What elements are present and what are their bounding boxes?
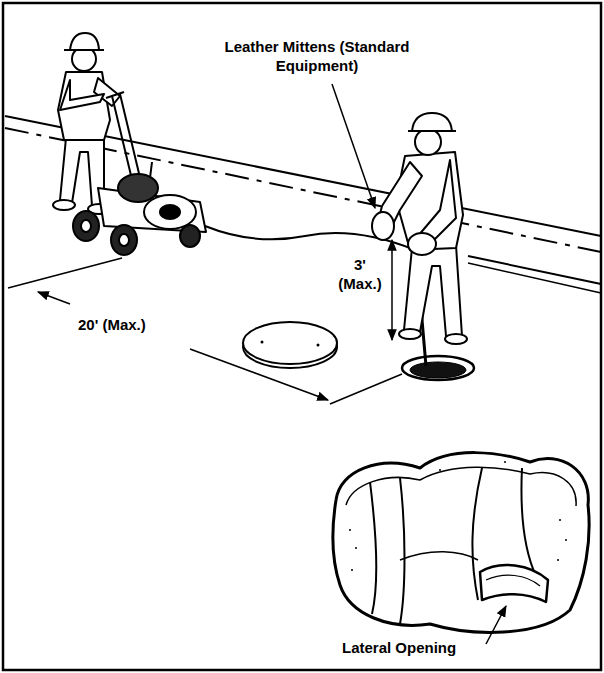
hard-hat xyxy=(412,113,452,131)
cover-dot xyxy=(261,341,264,344)
arm xyxy=(60,80,104,110)
rodder-figure xyxy=(372,113,467,344)
pipe-rim xyxy=(346,467,576,506)
lateral-rim xyxy=(486,575,540,586)
handle xyxy=(120,94,142,186)
equipment-label: Leather Mittens (Standard Equipment) xyxy=(222,36,412,76)
wheel xyxy=(111,225,137,255)
wheel xyxy=(73,211,99,241)
stipple-dot xyxy=(504,461,506,463)
leather-mitten xyxy=(408,233,436,255)
leader-line xyxy=(332,84,375,208)
stipple-dot xyxy=(351,569,353,571)
drum-hub xyxy=(160,205,180,219)
pipe-wall xyxy=(522,468,536,576)
hat-brim xyxy=(408,130,456,132)
hat-brim xyxy=(64,49,104,51)
legs xyxy=(404,245,462,336)
pipe-wall xyxy=(370,482,376,614)
frame-border xyxy=(3,3,601,670)
legs xyxy=(60,138,104,206)
wheel xyxy=(180,225,200,247)
rodding-machine xyxy=(73,92,206,255)
sewer-cutaway xyxy=(333,453,589,633)
wheel-hub xyxy=(119,234,129,246)
part-label: Lateral Opening xyxy=(340,637,458,658)
cutaway-outline xyxy=(333,453,589,633)
cable-drum xyxy=(144,195,196,229)
curb-line xyxy=(468,256,601,284)
road-centerline xyxy=(5,128,601,252)
dimension-label: 20' (Max.) xyxy=(76,314,148,335)
head xyxy=(415,129,441,155)
handle-grip xyxy=(106,92,124,98)
operator-figure xyxy=(53,33,120,214)
manhole-cover xyxy=(243,322,337,364)
curb-line xyxy=(468,263,601,293)
cover-dot xyxy=(317,344,320,347)
extension-line xyxy=(330,374,402,404)
dimension-label: 3' (Max.) xyxy=(330,254,390,294)
hard-hat xyxy=(70,33,99,50)
shoe xyxy=(399,329,421,339)
stipple xyxy=(349,461,567,571)
stipple-dot xyxy=(559,519,561,521)
lateral-opening xyxy=(480,565,548,602)
motor xyxy=(118,174,158,202)
shoe xyxy=(53,200,75,210)
pipe-wall xyxy=(400,478,405,624)
dimension-line xyxy=(391,240,393,340)
extension-line xyxy=(8,258,122,288)
pipe-invert xyxy=(400,552,478,560)
leader-line xyxy=(486,606,506,644)
shoe xyxy=(445,334,467,344)
stipple-dot xyxy=(565,539,567,541)
stipple-dot xyxy=(355,547,357,549)
leather-mitten xyxy=(372,212,394,240)
dimension-line xyxy=(38,292,70,304)
stipple-dot xyxy=(439,469,441,471)
lever xyxy=(150,162,152,178)
manhole-shaft xyxy=(410,362,466,378)
manhole-opening xyxy=(402,356,474,380)
wheel-hub xyxy=(81,220,91,232)
stipple-dot xyxy=(349,529,351,531)
stipple-dot xyxy=(557,559,559,561)
